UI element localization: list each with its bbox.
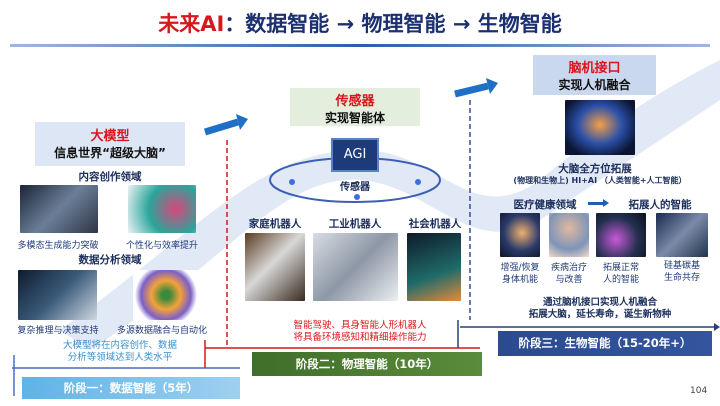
stage2-bar: 阶段二：物理智能（10年） [252, 352, 482, 376]
industrial-robot-image [313, 233, 398, 301]
home-robot-image [245, 233, 305, 301]
robot-label: 工业机器人 [328, 218, 382, 230]
coexistence-image [656, 213, 708, 257]
extend-section: 拓展人的智能 [628, 199, 692, 211]
caption: 个性化与效率提升 [125, 241, 198, 251]
stage1-bar: 阶段一：数据智能（5年） [22, 377, 240, 399]
right-arrow-icon [588, 202, 604, 205]
summary-line: 分析等领域达到人类水平 [67, 352, 173, 363]
right-arrow-head [603, 199, 609, 207]
stage2-summary: 智能驾驶、具身智能人形机器人将具备环境感知和精细操作能力 [280, 320, 440, 344]
caption-line: 身体机能 [501, 275, 538, 285]
stage1-section-content: 内容创作领域 [78, 171, 142, 183]
robot-label: 社会机器人 [408, 218, 462, 230]
page-number: 104 [690, 386, 708, 396]
arrow-2 [454, 82, 489, 98]
caption-line: 硅基碳基 [663, 261, 700, 271]
caption: 硅基碳基生命共存 [657, 260, 707, 284]
caption-line: 生命共存 [663, 273, 700, 283]
multimodal-image [20, 185, 98, 233]
stage2-title-box: 传感器 实现智能体 [290, 88, 420, 126]
summary-line: 将具备环境感知和精细操作能力 [293, 332, 427, 343]
stage1-box-subtitle: 信息世界“超级大脑” [54, 146, 166, 160]
stage2-box-subtitle: 实现智能体 [324, 111, 385, 125]
medical-section: 医疗健康领域 [513, 199, 577, 211]
caption: 多源数据融合与自动化 [116, 326, 207, 336]
stage3-box-title: 脑机接口 [568, 61, 621, 76]
brain-image [565, 100, 635, 155]
caption-line: 人的智能 [602, 275, 639, 285]
stage3-box-subtitle: 实现人机融合 [558, 78, 631, 92]
arrow-1 [203, 118, 240, 136]
stage3-summary: 通过脑机接口实现人机融合拓展大脑，延长寿命，诞生新物种 [520, 297, 680, 321]
data-fusion-image [133, 270, 199, 320]
disease-treatment-image [549, 213, 589, 257]
agi-chip-icon: AGI [331, 138, 379, 172]
chip-label: AGI [343, 147, 367, 162]
summary-line: 智能驾驶、具身智能人形机器人 [293, 320, 427, 331]
stage3-title-box: 脑机接口 实现人机融合 [533, 55, 656, 95]
title-rest: ：数据智能 → 物理智能 → 生物智能 [224, 12, 562, 36]
stage1-summary: 大模型将在内容创作、数据分析等领域达到人类水平 [40, 340, 200, 364]
sensor-label: 传感器 [340, 182, 370, 193]
body-function-image [500, 213, 540, 257]
caption-line: 增强/恢复 [500, 263, 540, 273]
personalization-image [128, 185, 196, 233]
caption-line: 疾病治疗 [550, 263, 587, 273]
caption-line: 拓展正常 [602, 263, 639, 273]
caption: 疾病治疗与改善 [544, 262, 594, 286]
caption-line: 与改善 [555, 275, 583, 285]
summary-line: 大模型将在内容创作、数据 [62, 340, 177, 351]
caption: 增强/恢复身体机能 [495, 262, 545, 286]
summary-line: 拓展大脑，延长寿命，诞生新物种 [528, 309, 672, 320]
caption: 拓展正常人的智能 [596, 262, 646, 286]
summary-line: 通过脑机接口实现人机融合 [542, 297, 657, 308]
title-underline [10, 44, 710, 47]
reasoning-image [18, 270, 97, 320]
stage2-box-title: 传感器 [335, 94, 375, 109]
caption: 复杂推理与决策支持 [17, 326, 99, 336]
stage1-section-data: 数据分析领域 [78, 254, 142, 266]
extend-intelligence-image [596, 213, 646, 257]
title-highlight: 未来AI [158, 12, 225, 36]
stage1-box-title: 大模型 [90, 129, 130, 144]
stage3-bar: 阶段三：生物智能（15-20年+） [498, 331, 712, 356]
stage3-subhead: (物理和生物上) HI+AI （人类智能+人工智能） [513, 176, 687, 185]
robot-label: 家庭机器人 [248, 218, 302, 230]
stage1-title-box: 大模型 信息世界“超级大脑” [35, 122, 185, 166]
page-title: 未来AI：数据智能 → 物理智能 → 生物智能 [0, 8, 720, 38]
caption: 多模态生成能力突破 [17, 241, 99, 251]
stage3-head: 大脑全方位拓展 [558, 163, 632, 175]
social-robot-image [407, 233, 461, 301]
